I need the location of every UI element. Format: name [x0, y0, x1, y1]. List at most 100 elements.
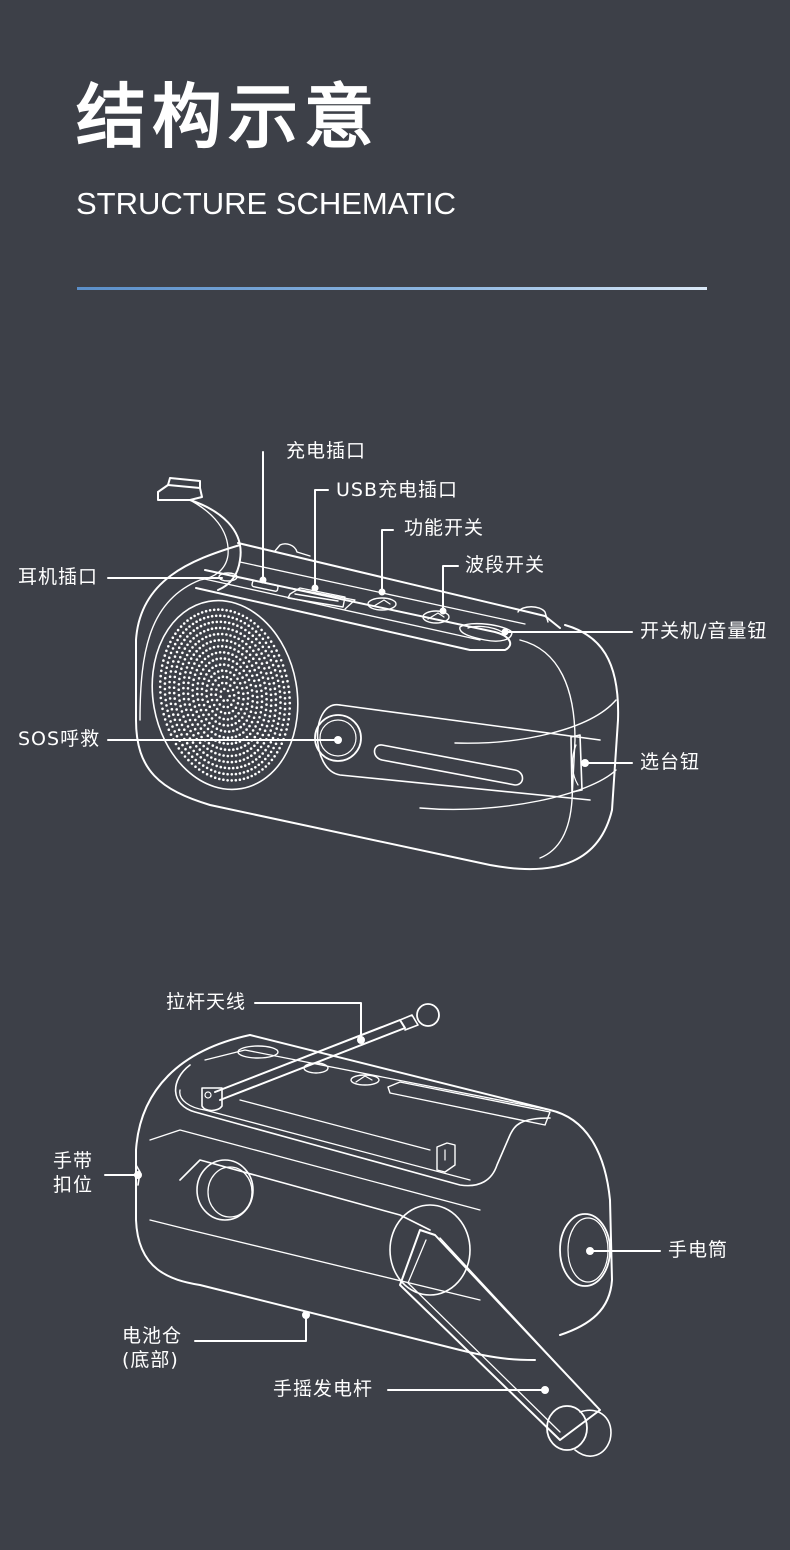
speaker-dot	[215, 698, 219, 702]
speaker-dot	[271, 724, 274, 728]
speaker-dot	[171, 647, 175, 650]
speaker-dot	[223, 748, 227, 751]
speaker-dot	[243, 764, 247, 767]
speaker-dot	[222, 699, 225, 702]
speaker-dot	[233, 611, 237, 614]
speaker-dot	[178, 699, 181, 702]
speaker-dot	[278, 712, 282, 715]
speaker-dot	[206, 734, 210, 737]
radio-body-outline-back	[135, 1034, 536, 1361]
speaker-dot	[229, 678, 233, 681]
crank-handle	[546, 1405, 588, 1451]
speaker-dot	[210, 675, 213, 678]
speaker-dot	[210, 717, 214, 720]
speaker-dot	[242, 751, 246, 755]
speaker-dot	[231, 660, 235, 663]
speaker-dot	[225, 675, 229, 679]
speaker-dot	[279, 701, 282, 704]
speaker-dot	[198, 741, 202, 745]
speaker-dot	[226, 742, 230, 746]
speaker-dot	[247, 678, 251, 682]
speaker-dot	[239, 707, 243, 711]
speaker-dot	[225, 633, 228, 636]
speaker-dot	[160, 664, 164, 667]
speaker-dot	[237, 712, 240, 715]
speaker-dot	[214, 679, 217, 682]
speaker-dot	[215, 727, 219, 730]
speaker-dot	[196, 626, 199, 630]
speaker-dot	[194, 718, 197, 722]
speaker-dot	[198, 748, 202, 751]
speaker-dot	[165, 704, 168, 707]
speaker-dot	[238, 658, 242, 661]
speaker-dot	[226, 699, 229, 702]
speaker-dot	[160, 669, 163, 673]
speaker-dot	[265, 692, 268, 695]
speaker-dot	[204, 635, 208, 639]
speaker-dot	[193, 705, 197, 708]
speaker-dot	[278, 746, 281, 750]
speaker-dot	[270, 650, 274, 653]
speaker-dot	[164, 671, 168, 675]
speaker-dot	[226, 705, 230, 709]
speaker-dot	[194, 765, 197, 768]
speaker-dot	[248, 724, 251, 728]
speaker-dot	[182, 715, 185, 718]
speaker-dot	[227, 658, 231, 661]
speaker-dot	[197, 732, 200, 735]
speaker-dot	[178, 672, 182, 675]
speaker-dot	[255, 690, 259, 693]
speaker-dot	[229, 671, 232, 674]
speaker-dot	[181, 662, 185, 666]
speaker-dot	[189, 640, 192, 643]
speaker-dot	[201, 651, 205, 655]
speaker-dot	[235, 686, 239, 689]
speaker-dot	[192, 699, 195, 703]
speaker-dot	[230, 760, 234, 764]
speaker-dot	[191, 622, 195, 626]
speaker-dot	[238, 753, 242, 756]
speaker-dot	[167, 728, 171, 731]
speaker-dot	[203, 724, 206, 727]
speaker-dot	[283, 733, 287, 736]
speaker-dot	[159, 674, 162, 678]
speaker-dot	[179, 704, 182, 708]
speaker-dot	[237, 719, 241, 723]
speaker-dot	[250, 664, 254, 667]
speaker-dot	[265, 672, 268, 675]
speaker-dot	[267, 754, 270, 757]
speaker-dot	[286, 723, 290, 726]
speaker-dot	[211, 659, 215, 662]
speaker-dot	[250, 720, 254, 724]
speaker-dot	[210, 698, 214, 702]
speaker-dot	[211, 744, 215, 747]
speaker-dot	[183, 728, 186, 731]
speaker-dot	[175, 723, 179, 727]
speaker-dot	[249, 710, 253, 713]
speaker-dot	[279, 659, 283, 662]
speaker-dot	[176, 638, 179, 642]
speaker-dot	[182, 686, 185, 690]
speaker-dot	[209, 768, 213, 772]
speaker-dot	[185, 708, 188, 712]
speaker-dot	[232, 622, 235, 626]
speaker-dot	[255, 701, 259, 704]
speaker-dot	[236, 677, 239, 681]
speaker-dot	[215, 620, 219, 624]
speaker-dot	[202, 616, 206, 620]
speaker-dot	[177, 646, 181, 649]
speaker-dot	[208, 661, 211, 665]
speaker-dot	[230, 742, 234, 745]
speaker-dot	[177, 693, 181, 697]
label-tuning-knob: 选台钮	[640, 751, 701, 773]
speaker-dot	[236, 747, 239, 751]
speaker-dot	[249, 619, 253, 622]
speaker-dot	[198, 654, 202, 658]
speaker-dots	[158, 608, 292, 782]
speaker-dot	[229, 646, 232, 649]
speaker-dot	[221, 675, 225, 678]
speaker-dot	[223, 766, 227, 770]
speaker-dot	[219, 747, 223, 751]
speaker-dot	[286, 679, 289, 683]
speaker-dot	[188, 703, 191, 706]
